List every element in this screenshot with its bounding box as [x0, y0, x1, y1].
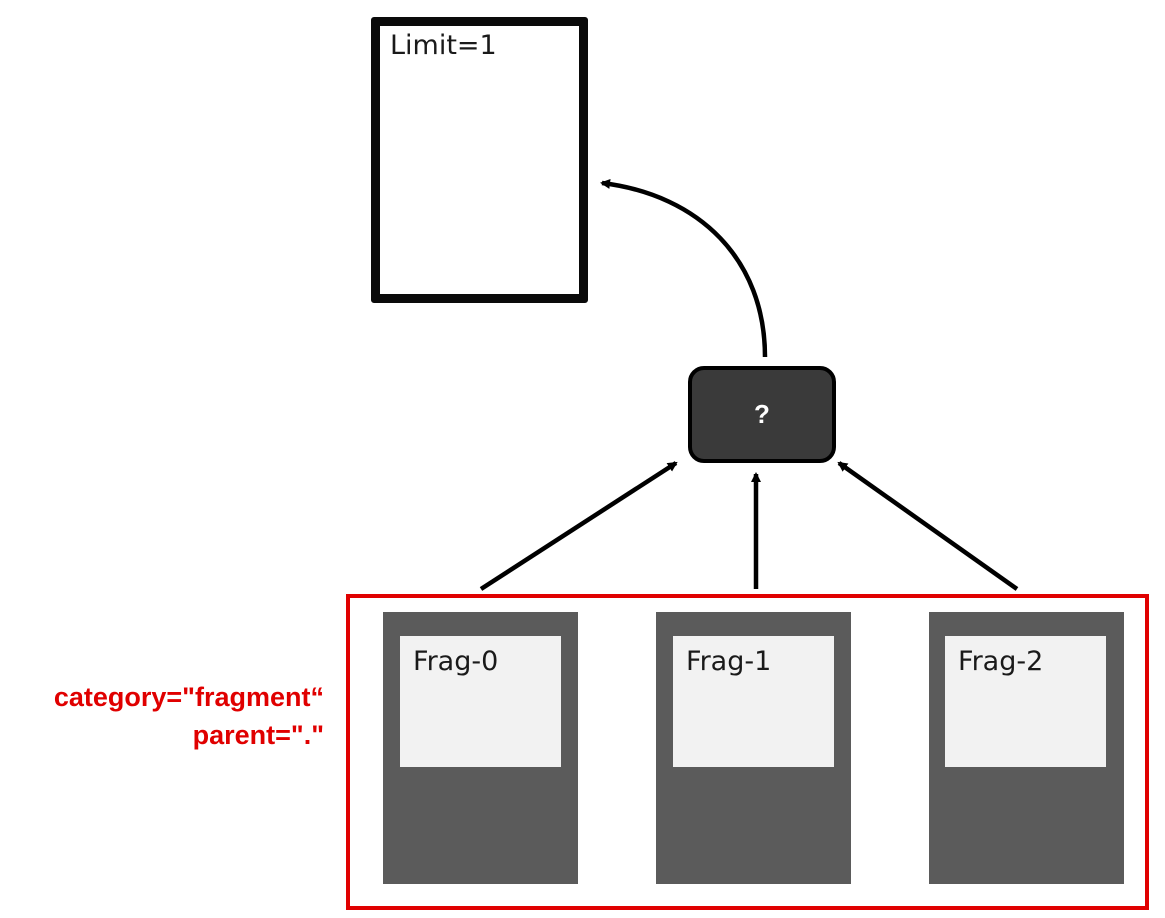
fragment-card-2-panel: [945, 636, 1106, 767]
edge-query-to-limit: [600, 179, 768, 358]
query-node: ?: [688, 366, 836, 463]
fragment-label-2: Frag-2: [958, 646, 1044, 677]
limit-node: [371, 17, 588, 303]
limit-node-label: Limit=1: [390, 30, 497, 61]
fragment-annotation: category="fragment“ parent=".": [54, 678, 324, 754]
annotation-category: category="fragment“: [53, 682, 324, 712]
fragment-label-1: Frag-1: [686, 646, 772, 677]
annotation-parent: parent=".": [192, 720, 324, 750]
fragment-label-0: Frag-0: [413, 646, 499, 677]
edge-frag0-to-query: [479, 461, 678, 591]
fragment-card-1-panel: [673, 636, 834, 767]
fragment-group-outline: [346, 594, 1149, 910]
fragment-card-0-panel: [400, 636, 561, 767]
query-node-label: ?: [754, 399, 770, 429]
edge-frag2-to-query: [837, 461, 1019, 591]
